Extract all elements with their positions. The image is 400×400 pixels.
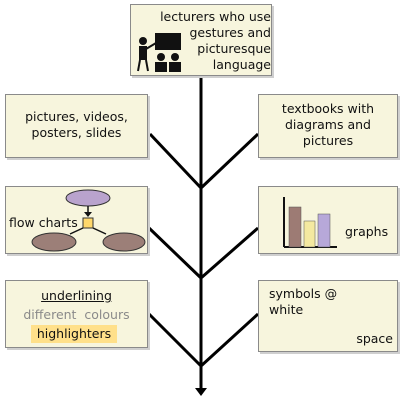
symbols-text: symbols @ white <box>269 286 338 317</box>
textbooks-box: textbooks with diagrams and pictures <box>258 94 398 158</box>
media-box: pictures, videos, posters, slides <box>5 94 148 158</box>
lecturers-text: lecturers who use gestures and picturesq… <box>160 9 271 72</box>
media-text: pictures, videos, posters, slides <box>25 109 128 140</box>
flowchart-icon <box>31 189 146 252</box>
lecturer-with-audience-icon <box>137 33 181 72</box>
symbols-box: symbols @ white space <box>258 280 398 352</box>
flow-charts-label: flow charts <box>9 215 78 230</box>
underlining-text: underlining <box>41 288 112 303</box>
graphs-box: graphs <box>258 186 398 254</box>
bar-graph-icon <box>283 197 337 248</box>
space-text: space <box>356 331 393 346</box>
highlighters-text: highlighters <box>31 325 117 343</box>
graphs-label: graphs <box>345 224 389 239</box>
flow-charts-box: flow charts <box>5 186 148 254</box>
lecturers-box: lecturers who use gestures and picturesq… <box>130 4 272 76</box>
different-colours-text: different colours <box>23 307 130 322</box>
emphasis-box: underlining different colours highlighte… <box>5 280 148 348</box>
textbooks-text: textbooks with diagrams and pictures <box>281 101 375 148</box>
